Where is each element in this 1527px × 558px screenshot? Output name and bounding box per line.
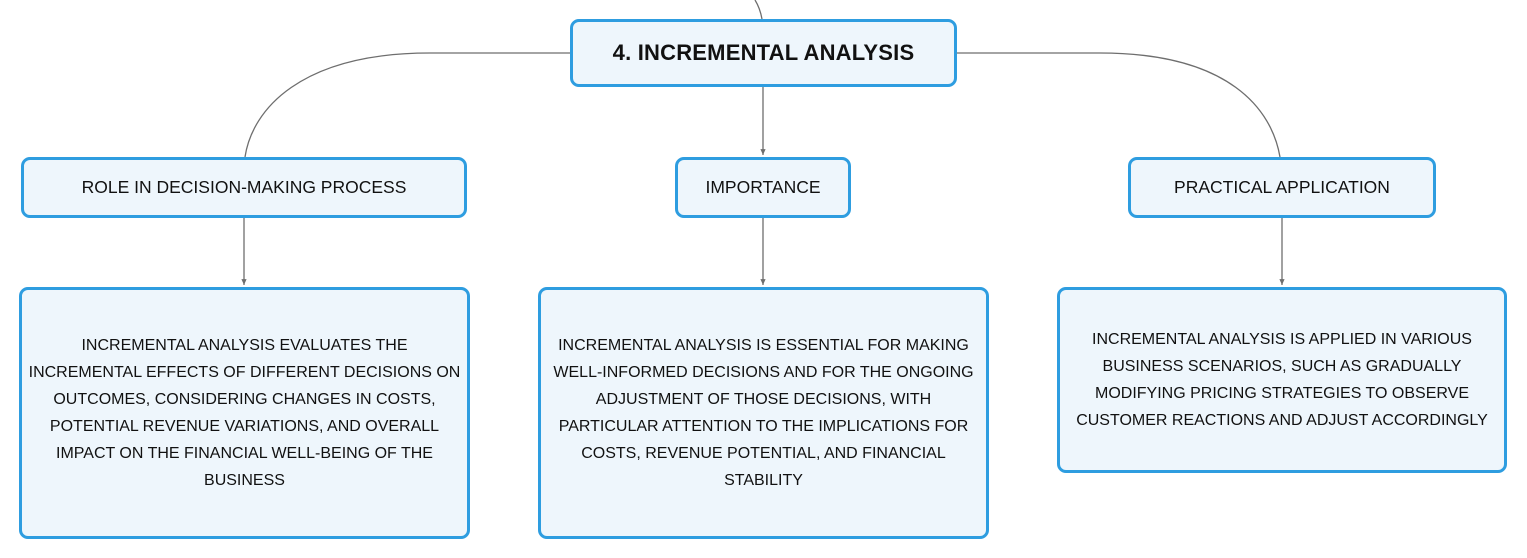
connector-root-to-role: [244, 52, 570, 158]
detail-text: INCREMENTAL ANALYSIS EVALUATES THE INCRE…: [28, 337, 461, 489]
detail-role-in-decision-making[interactable]: INCREMENTAL ANALYSIS EVALUATES THE INCRE…: [19, 287, 470, 539]
branch-importance[interactable]: IMPORTANCE: [675, 157, 851, 218]
detail-practical-application[interactable]: INCREMENTAL ANALYSIS IS APPLIED IN VARIO…: [1057, 287, 1507, 473]
connector-root-to-application: [957, 52, 1281, 158]
detail-text: INCREMENTAL ANALYSIS IS APPLIED IN VARIO…: [1076, 331, 1488, 429]
incoming-connector: [754, 0, 763, 20]
root-topic[interactable]: 4. INCREMENTAL ANALYSIS: [570, 19, 957, 87]
branch-label: IMPORTANCE: [705, 177, 821, 197]
branch-practical-application[interactable]: PRACTICAL APPLICATION: [1128, 157, 1436, 218]
branch-label: PRACTICAL APPLICATION: [1174, 177, 1390, 197]
detail-importance[interactable]: INCREMENTAL ANALYSIS IS ESSENTIAL FOR MA…: [538, 287, 989, 539]
root-topic-title: 4. INCREMENTAL ANALYSIS: [612, 40, 915, 65]
branch-role-in-decision-making[interactable]: ROLE IN DECISION-MAKING PROCESS: [21, 157, 467, 218]
detail-text: INCREMENTAL ANALYSIS IS ESSENTIAL FOR MA…: [553, 337, 974, 489]
branch-label: ROLE IN DECISION-MAKING PROCESS: [81, 177, 407, 197]
